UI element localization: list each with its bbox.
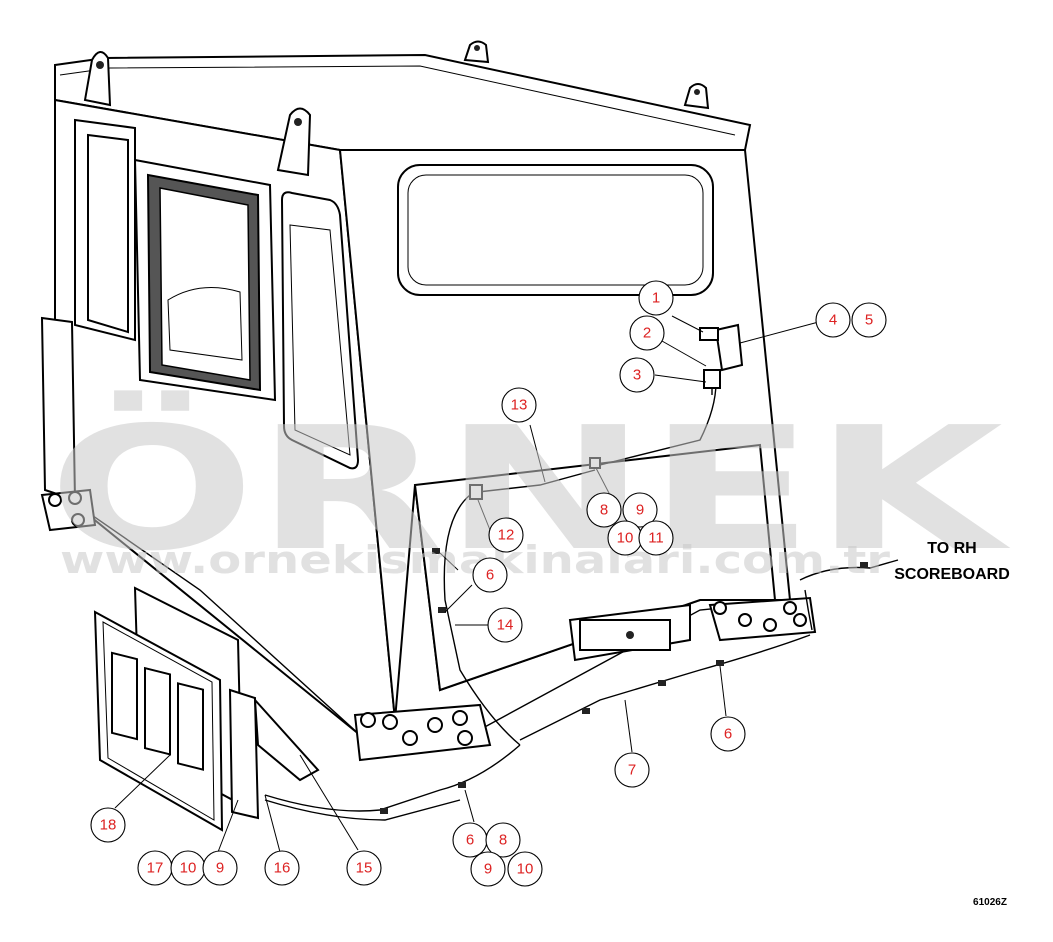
- digit-window-3: [177, 682, 204, 771]
- callout-8b: 8: [485, 822, 521, 858]
- watermark: ÖRNEK www.ornekismakinalari.com.tr: [48, 390, 1011, 589]
- foot-center: [353, 703, 492, 762]
- mount-feet: [40, 488, 817, 762]
- callout-9c: 9: [202, 850, 238, 886]
- callout-16: 16: [264, 850, 300, 886]
- svg-text:3: 3: [633, 367, 641, 384]
- callout-9a: 9: [622, 492, 658, 528]
- callout-6a: 6: [472, 557, 508, 593]
- callout-9b: 9: [470, 851, 506, 887]
- bracket-13: [469, 484, 483, 500]
- callout-7: 7: [614, 752, 650, 788]
- callout-15: 15: [346, 850, 382, 886]
- clamp-8: [589, 457, 601, 469]
- svg-text:9: 9: [484, 861, 492, 878]
- svg-text:8: 8: [600, 502, 608, 519]
- svg-text:15: 15: [356, 860, 373, 877]
- wiring-harness: [264, 323, 899, 821]
- svg-text:4: 4: [829, 312, 837, 329]
- svg-text:7: 7: [628, 762, 636, 779]
- callout-1: 3: [619, 357, 655, 393]
- leader-lines: [114, 315, 827, 853]
- svg-text:6: 6: [466, 832, 474, 849]
- callout-6c: 6: [452, 822, 488, 858]
- callout-13: 13: [501, 387, 537, 423]
- foot-left: [40, 488, 97, 532]
- callout-12: 12: [488, 517, 524, 553]
- svg-text:16: 16: [274, 860, 291, 877]
- callout-10c: 10: [170, 850, 206, 886]
- callout-17: 17: [137, 850, 173, 886]
- connector-assembly: [699, 323, 744, 389]
- svg-text:17: 17: [147, 860, 164, 877]
- svg-text:13: 13: [511, 397, 528, 414]
- callout-11: 11: [638, 520, 674, 556]
- callout-8a: 8: [586, 492, 622, 528]
- svg-text:9: 9: [216, 860, 224, 877]
- cab-body: [40, 53, 801, 737]
- to-rh-label-line2: SCOREBOARD: [894, 566, 1010, 583]
- callout-18: 18: [90, 807, 126, 843]
- svg-text:6: 6: [724, 726, 732, 743]
- svg-text:18: 18: [100, 817, 117, 834]
- callout-5: 5: [851, 302, 887, 338]
- callout-4: 4: [815, 302, 851, 338]
- lifting-eyes: [83, 40, 710, 177]
- clip-marks: [380, 548, 868, 814]
- svg-text:10: 10: [517, 861, 534, 878]
- svg-text:2: 2: [643, 325, 651, 342]
- svg-text:10: 10: [180, 860, 197, 877]
- callout-14: 14: [487, 607, 523, 643]
- callout-2: 2: [629, 315, 665, 351]
- svg-text:11: 11: [648, 530, 664, 547]
- callouts: 1 2 3 4 5 13 8 9 10 11 12 6 14 6 7 18 6 …: [90, 280, 887, 887]
- watermark-big: ÖRNEK: [48, 390, 1011, 589]
- svg-text:10: 10: [617, 530, 634, 547]
- to-rh-label-line1: TO RH: [927, 540, 976, 557]
- svg-text:1: 1: [652, 290, 660, 307]
- drawing-number: 61026Z: [973, 897, 1007, 908]
- scoreboard-display: [93, 586, 320, 832]
- callout-10a: 10: [607, 520, 643, 556]
- svg-text:9: 9: [636, 502, 644, 519]
- svg-text:8: 8: [499, 832, 507, 849]
- callout-10b: 10: [507, 851, 543, 887]
- digit-window-1: [111, 651, 138, 741]
- svg-text:12: 12: [498, 527, 515, 544]
- svg-text:14: 14: [497, 617, 514, 634]
- callout-3: 1: [638, 280, 674, 316]
- foot-right: [708, 596, 817, 642]
- digit-window-2: [144, 666, 171, 756]
- callout-6b: 6: [710, 716, 746, 752]
- text-labels: TO RH SCOREBOARD 61026Z: [894, 540, 1010, 908]
- svg-text:6: 6: [486, 567, 494, 584]
- svg-text:5: 5: [865, 312, 873, 329]
